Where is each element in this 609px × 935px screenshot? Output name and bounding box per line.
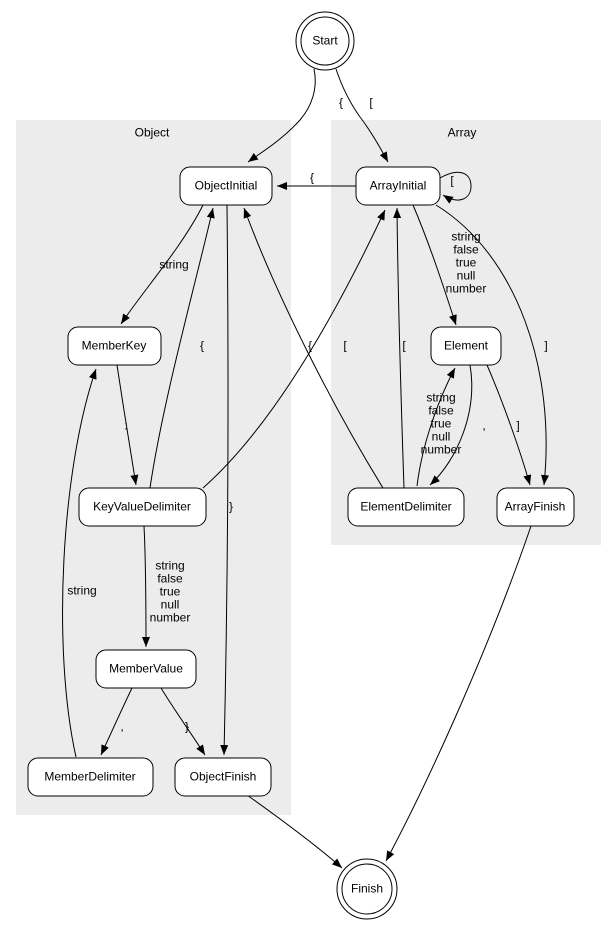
node-element (430, 326, 502, 366)
edge-key-value-delimiter-to-member-value (141, 525, 150, 648)
edge-key-value-delimiter-to-object-initial (149, 207, 215, 489)
edge-object-finish-to-finish (246, 794, 343, 869)
node-member-value (95, 649, 197, 689)
edge-array-initial-to-element (412, 204, 457, 326)
node-array-finish (496, 487, 575, 527)
edge-element-delimiter-to-object-initial (243, 207, 384, 489)
edge-element-to-element-delimiter (429, 364, 473, 486)
node-object-finish (174, 757, 272, 797)
edge-object-initial-to-object-finish (220, 204, 229, 756)
node-array-initial (355, 166, 441, 206)
node-member-delimiter (27, 757, 154, 797)
edge-start-to-object-initial (247, 68, 316, 163)
node-object-initial (179, 166, 273, 206)
node-finish-inner-circle (341, 863, 393, 915)
node-start-inner-circle (300, 16, 350, 66)
node-member-key (67, 326, 162, 366)
edge-element-delimiter-to-array-initial (393, 207, 405, 489)
node-element-delimiter (347, 487, 465, 527)
edge-member-key-to-key-value-delimiter (116, 364, 139, 486)
edge-element-delimiter-to-element (416, 367, 456, 487)
edge-member-value-to-object-finish (160, 687, 206, 756)
edge-element-to-array-finish (486, 364, 532, 486)
edge-member-delimiter-to-member-key (62, 368, 97, 758)
edge-member-value-to-member-delimiter (100, 687, 133, 756)
edge-key-value-delimiter-to-array-initial (202, 209, 386, 489)
edge-array-finish-to-finish (385, 525, 532, 862)
node-key-value-delimiter (78, 487, 207, 527)
edge-array-initial-to-array-finish (435, 204, 550, 486)
edge-array-initial-self-loop (439, 171, 472, 204)
edge-start-to-array-initial (335, 68, 389, 163)
edge-object-initial-to-member-key (120, 204, 204, 325)
